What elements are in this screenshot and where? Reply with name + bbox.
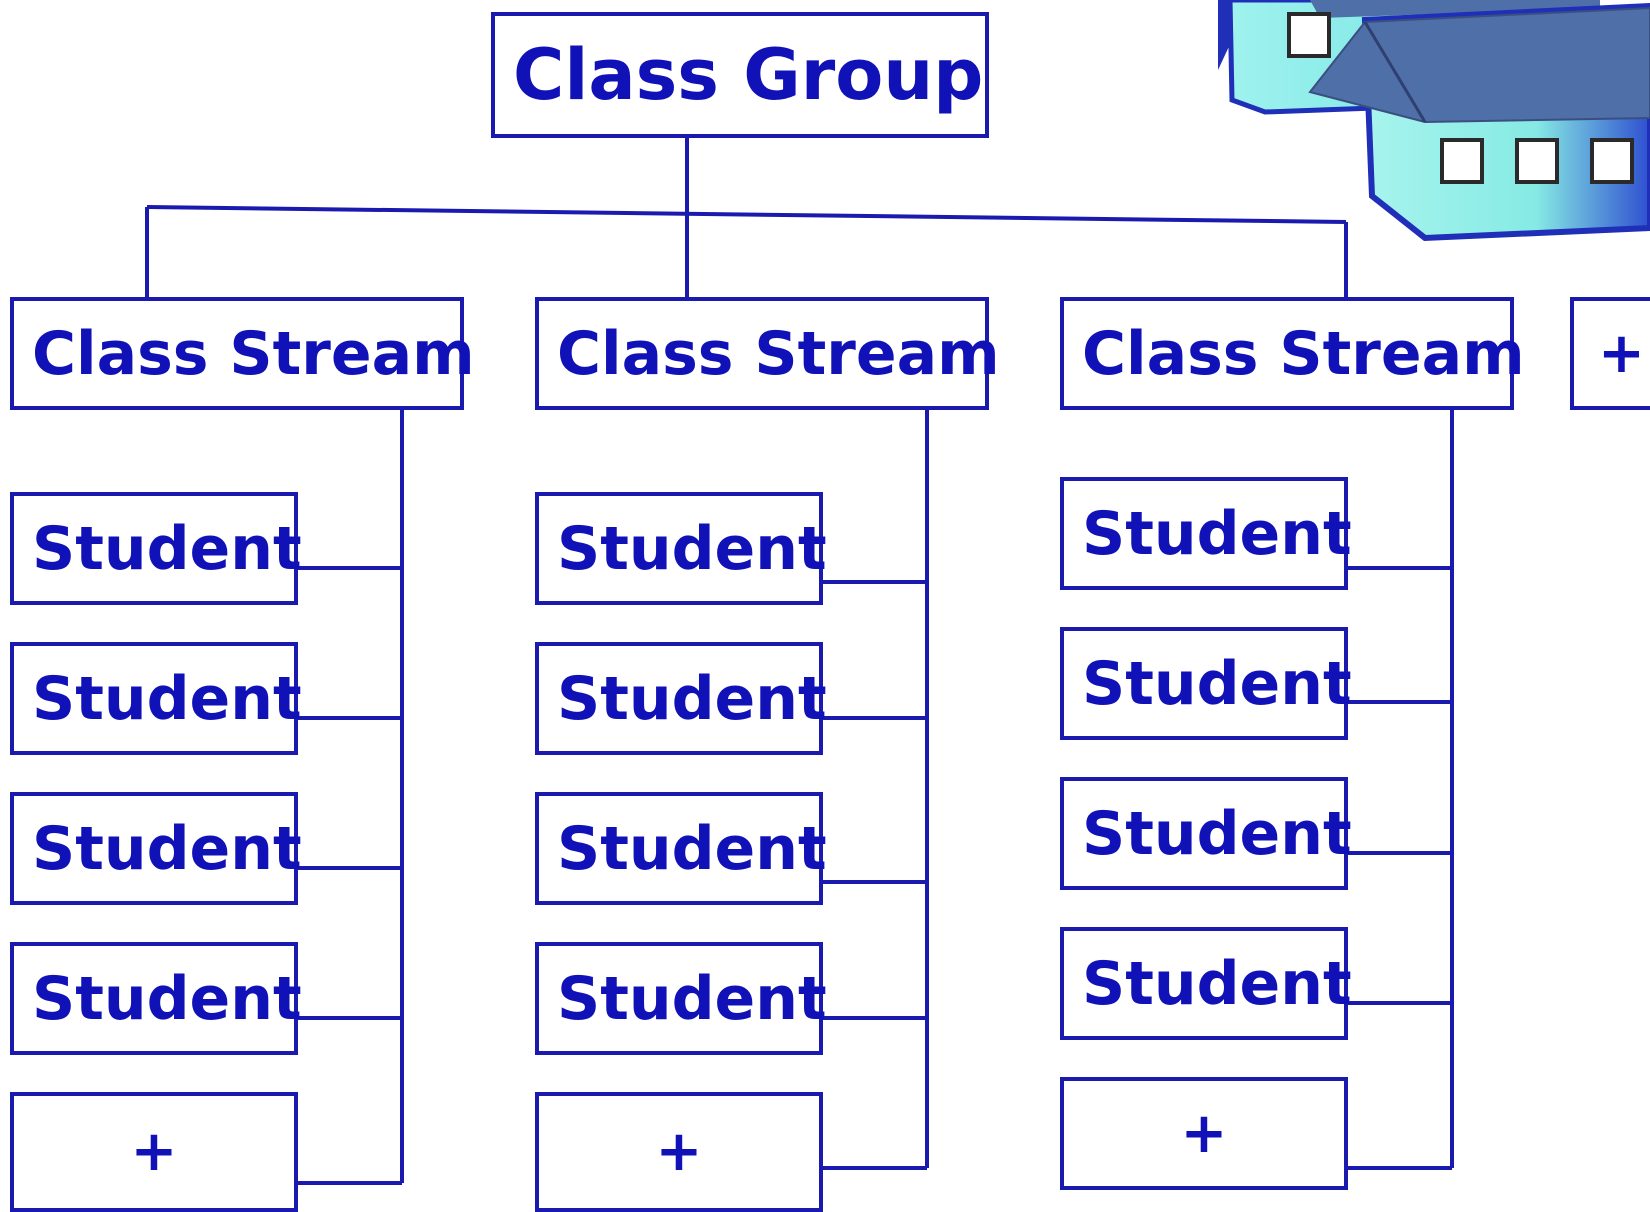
- class-stream-label: Class Stream: [32, 318, 475, 389]
- student-label: Student: [32, 813, 302, 884]
- class-stream-label: Class Stream: [557, 318, 1000, 389]
- add-student-label: +: [655, 1119, 703, 1184]
- student-node[interactable]: Student: [10, 492, 302, 605]
- student-label: Student: [32, 663, 302, 734]
- school-buildings-icon: [1218, 0, 1650, 242]
- student-label: Student: [32, 963, 302, 1034]
- student-node[interactable]: Student: [535, 792, 827, 905]
- class-group-label: Class Group: [513, 34, 984, 116]
- class-stream-label: Class Stream: [1082, 318, 1525, 389]
- student-node[interactable]: Student: [1060, 927, 1352, 1040]
- student-label: Student: [557, 963, 827, 1034]
- add-student-node[interactable]: +: [535, 1092, 823, 1212]
- student-label: Student: [557, 813, 827, 884]
- add-student-node[interactable]: +: [10, 1092, 298, 1212]
- add-student-label: +: [1180, 1100, 1228, 1166]
- add-stream-node[interactable]: +: [1570, 297, 1650, 410]
- class-stream-node[interactable]: Class Stream: [1060, 297, 1525, 410]
- class-group-node[interactable]: Class Group: [491, 12, 989, 138]
- add-stream-label: +: [1598, 320, 1645, 386]
- student-node[interactable]: Student: [535, 942, 827, 1055]
- student-node[interactable]: Student: [1060, 627, 1352, 740]
- student-node[interactable]: Student: [10, 792, 302, 905]
- student-node[interactable]: Student: [1060, 777, 1352, 890]
- student-label: Student: [557, 663, 827, 734]
- student-label: Student: [1082, 498, 1352, 569]
- class-stream-node[interactable]: Class Stream: [10, 297, 475, 410]
- student-label: Student: [32, 513, 302, 584]
- add-student-label: +: [130, 1119, 178, 1184]
- add-student-node[interactable]: +: [1060, 1077, 1348, 1190]
- student-node[interactable]: Student: [1060, 477, 1352, 590]
- student-label: Student: [1082, 648, 1352, 719]
- class-stream-node[interactable]: Class Stream: [535, 297, 1000, 410]
- connector-line: [146, 205, 1347, 224]
- student-node[interactable]: Student: [10, 642, 302, 755]
- student-label: Student: [1082, 948, 1352, 1019]
- student-node[interactable]: Student: [535, 642, 827, 755]
- student-label: Student: [1082, 798, 1352, 869]
- student-node[interactable]: Student: [10, 942, 302, 1055]
- student-label: Student: [557, 513, 827, 584]
- student-node[interactable]: Student: [535, 492, 827, 605]
